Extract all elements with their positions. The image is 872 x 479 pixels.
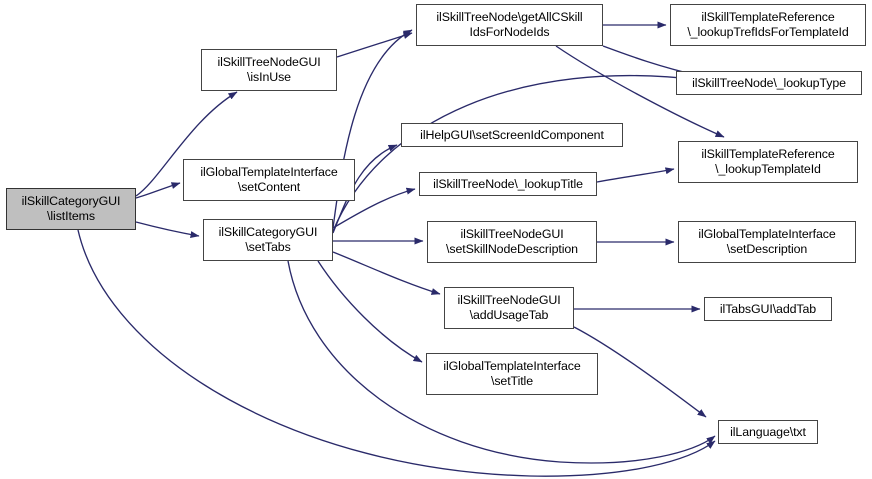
node-label-lookupTrefIds: ilSkillTemplateReference \_lookupTrefIds… [687,10,849,39]
node-getAllCSkillIds[interactable]: ilSkillTreeNode\getAllCSkill IdsForNodeI… [416,4,603,46]
node-label-setDescription: ilGlobalTemplateInterface \setDescriptio… [698,227,836,256]
edge-listItems-txt [77,229,716,477]
node-label-listItems: ilSkillCategoryGUI \listItems [21,194,121,223]
node-lookupTemplateId[interactable]: ilSkillTemplateReference \_lookupTemplat… [678,141,858,183]
edge-setTabs-lookupType [332,74,701,232]
node-label-addUsageTab: ilSkillTreeNodeGUI \addUsageTab [457,293,561,322]
node-label-lookupTemplateId: ilSkillTemplateReference \_lookupTemplat… [701,147,835,176]
node-lookupTrefIds[interactable]: ilSkillTemplateReference \_lookupTrefIds… [670,4,866,46]
node-label-setTitle: ilGlobalTemplateInterface \setTitle [443,359,581,388]
node-setScreenIdComponent[interactable]: ilHelpGUI\setScreenIdComponent [401,123,623,147]
edge-listItems-setContent [135,182,181,199]
node-addTab[interactable]: ilTabsGUI\addTab [704,297,832,321]
node-addUsageTab[interactable]: ilSkillTreeNodeGUI \addUsageTab [444,287,574,329]
edge-setTabs-setTitle [317,260,423,363]
node-setTabs[interactable]: ilSkillCategoryGUI \setTabs [203,219,333,261]
node-label-isInUse: ilSkillTreeNodeGUI \isInUse [217,55,321,84]
node-txt[interactable]: ilLanguage\txt [718,420,818,444]
edge-listItems-setTabs [135,221,200,238]
node-label-setSkillNodeDescription: ilSkillTreeNodeGUI \setSkillNodeDescript… [446,227,578,256]
node-label-lookupTitle: ilSkillTreeNode\_lookupTitle [433,176,583,191]
node-label-txt: ilLanguage\txt [730,424,806,439]
edge-setTabs-addUsageTab [332,251,441,295]
node-label-lookupType: ilSkillTreeNode\_lookupType [692,75,846,90]
node-lookupTitle[interactable]: ilSkillTreeNode\_lookupTitle [419,172,597,196]
node-label-setContent: ilGlobalTemplateInterface \setContent [200,165,338,194]
node-label-addTab: ilTabsGUI\addTab [719,301,817,316]
node-isInUse[interactable]: ilSkillTreeNodeGUI \isInUse [201,49,337,91]
node-setContent[interactable]: ilGlobalTemplateInterface \setContent [183,159,355,201]
node-label-getAllCSkillIds: ilSkillTreeNode\getAllCSkill IdsForNodeI… [436,10,583,39]
node-setTitle[interactable]: ilGlobalTemplateInterface \setTitle [426,353,598,395]
edge-isInUse-getAllCSkillIds [336,32,413,58]
node-setSkillNodeDescription[interactable]: ilSkillTreeNodeGUI \setSkillNodeDescript… [427,221,597,263]
node-setDescription[interactable]: ilGlobalTemplateInterface \setDescriptio… [678,221,856,263]
node-label-setTabs: ilSkillCategoryGUI \setTabs [218,225,318,254]
node-lookupType[interactable]: ilSkillTreeNode\_lookupType [676,71,862,95]
node-listItems[interactable]: ilSkillCategoryGUI \listItems [6,188,136,230]
node-label-setScreenIdComponent: ilHelpGUI\setScreenIdComponent [420,127,604,142]
edge-lookupTitle-lookupTemplateId [596,167,675,183]
